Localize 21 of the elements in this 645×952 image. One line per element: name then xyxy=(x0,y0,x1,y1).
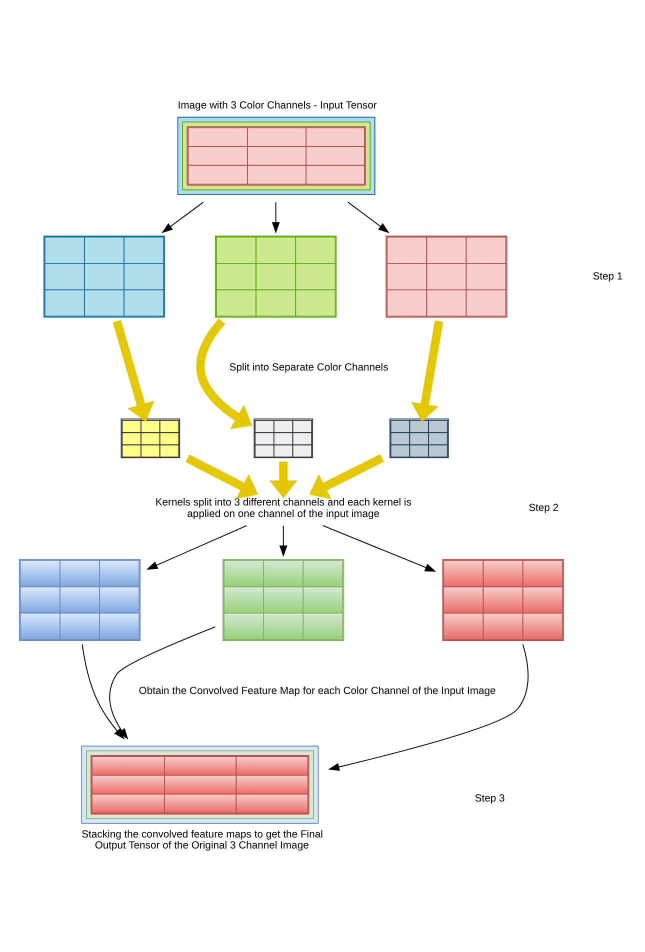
arrow xyxy=(309,454,384,500)
node-label: Stacking the convolved feature maps to get the Final Output Tensor of the Original 3 Channel Image xyxy=(82,829,323,852)
label: Step 3 xyxy=(474,794,505,805)
arrow xyxy=(347,202,390,234)
arrow xyxy=(328,644,528,771)
node-text: Kernels split into 3 different channels and each kernel is applied on one channel of the input image xyxy=(155,498,412,520)
arrow xyxy=(322,525,436,572)
arrow xyxy=(146,525,247,570)
arrow xyxy=(186,454,258,499)
label: Step 1 xyxy=(592,271,623,282)
label: Step 2 xyxy=(528,503,559,514)
arrow xyxy=(411,320,444,422)
arrow xyxy=(112,320,154,422)
arrow xyxy=(272,202,280,234)
arrow xyxy=(162,202,204,234)
arrow xyxy=(269,462,298,498)
node-label: Image with 3 Color Channels - Input Tensor xyxy=(178,100,377,112)
label: Obtain the Convolved Feature Map for each Color Channel of the Input Image xyxy=(138,686,496,698)
arrow xyxy=(196,318,252,430)
label: Split into Separate Color Channels xyxy=(229,362,388,374)
arrow xyxy=(279,525,288,557)
